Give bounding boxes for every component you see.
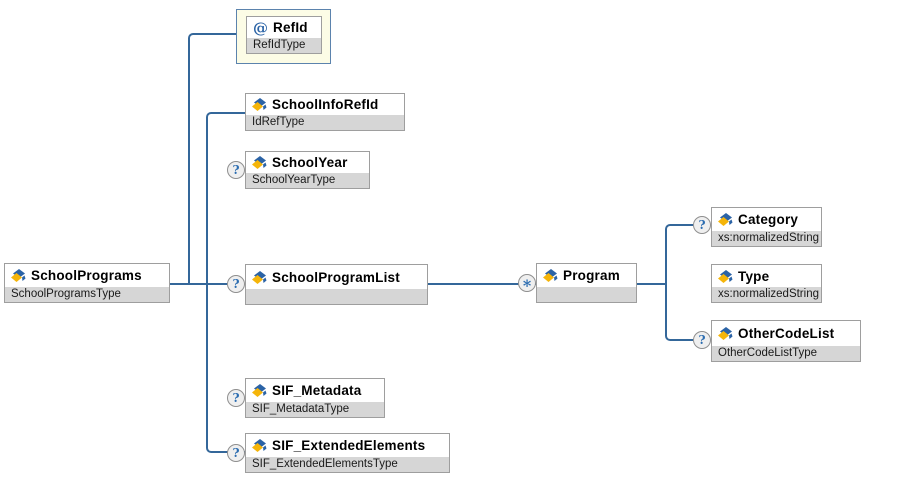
connector-root-to-refid xyxy=(188,33,236,285)
node-title: SchoolPrograms xyxy=(31,268,142,283)
node-type-label: xs:normalizedString xyxy=(712,231,821,246)
optional-indicator: ? xyxy=(693,331,711,349)
element-icon xyxy=(252,156,267,169)
element-icon xyxy=(252,439,267,452)
element-node-school-programs[interactable]: SchoolPrograms SchoolProgramsType xyxy=(4,263,170,303)
connector-root-to-children xyxy=(170,283,227,285)
element-node-sif-extended-elements[interactable]: SIF_ExtendedElements SIF_ExtendedElement… xyxy=(245,433,450,473)
node-type-label: RefIdType xyxy=(247,38,321,53)
node-type-label: OtherCodeListType xyxy=(712,346,860,361)
repeat-indicator: * xyxy=(518,274,536,295)
node-title: SchoolYear xyxy=(272,155,348,170)
element-icon xyxy=(252,98,267,111)
node-title: Type xyxy=(738,268,770,284)
element-icon xyxy=(718,269,733,283)
element-node-school-info-refid[interactable]: SchoolInfoRefId IdRefType xyxy=(245,93,405,131)
element-node-sif-metadata[interactable]: SIF_Metadata SIF_MetadataType xyxy=(245,378,385,418)
optional-indicator: ? xyxy=(693,216,711,234)
node-title: OtherCodeList xyxy=(738,326,835,341)
node-title: SIF_ExtendedElements xyxy=(272,438,426,453)
element-node-program[interactable]: Program xyxy=(536,263,637,303)
node-type-label: SchoolProgramsType xyxy=(5,287,169,302)
connector-list-to-program xyxy=(428,283,536,285)
connector-program-to-children xyxy=(637,283,667,285)
node-type-label xyxy=(246,289,427,304)
node-title: SchoolProgramList xyxy=(272,269,400,285)
node-type-label: SIF_ExtendedElementsType xyxy=(246,457,449,472)
element-icon xyxy=(11,269,26,282)
optional-indicator: ? xyxy=(227,444,245,462)
node-title: RefId xyxy=(273,20,308,35)
attribute-node-refid[interactable]: @ RefId RefIdType xyxy=(246,16,322,54)
node-type-label: IdRefType xyxy=(246,115,404,130)
optional-indicator: ? xyxy=(227,161,245,179)
element-node-school-year[interactable]: SchoolYear SchoolYearType xyxy=(245,151,370,189)
element-icon xyxy=(252,384,267,397)
element-node-type[interactable]: Type xs:normalizedString xyxy=(711,264,822,303)
element-node-other-code-list[interactable]: OtherCodeList OtherCodeListType xyxy=(711,320,861,362)
node-type-label: SchoolYearType xyxy=(246,173,369,188)
element-node-category[interactable]: Category xs:normalizedString xyxy=(711,207,822,247)
element-icon xyxy=(543,269,558,282)
connector-program-children-trunk xyxy=(665,224,693,341)
connector-children-trunk xyxy=(206,112,245,453)
node-type-label: xs:normalizedString xyxy=(712,287,821,302)
node-title: Program xyxy=(563,268,620,283)
element-icon xyxy=(718,327,733,340)
node-type-label: SIF_MetadataType xyxy=(246,402,384,417)
node-title: SchoolInfoRefId xyxy=(272,97,379,112)
node-type-label xyxy=(537,287,636,302)
element-icon xyxy=(718,213,733,226)
node-title: Category xyxy=(738,212,799,227)
optional-indicator: ? xyxy=(227,389,245,407)
attribute-icon: @ xyxy=(253,18,268,37)
element-icon xyxy=(252,270,267,284)
element-node-school-program-list[interactable]: SchoolProgramList xyxy=(245,264,428,305)
optional-indicator: ? xyxy=(227,275,245,293)
node-title: SIF_Metadata xyxy=(272,383,362,398)
